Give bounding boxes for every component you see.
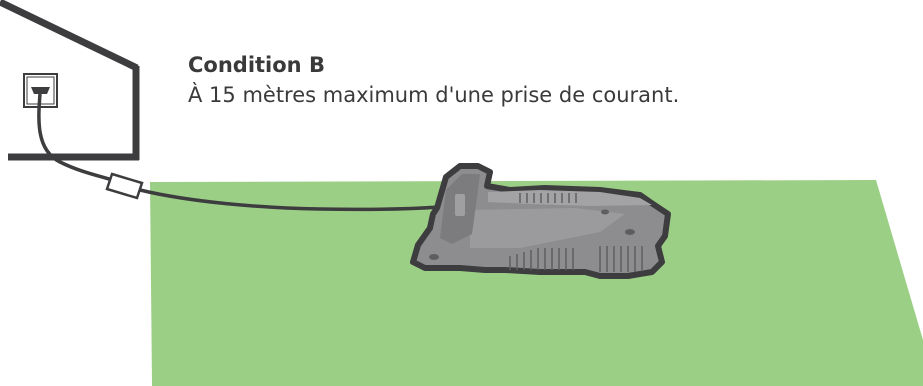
caption-title: Condition B xyxy=(188,50,679,80)
caption-text: À 15 mètres maximum d'une prise de coura… xyxy=(188,80,679,110)
power-supply-icon xyxy=(107,174,142,198)
house-outline-icon xyxy=(0,2,139,160)
caption: Condition B À 15 mètres maximum d'une pr… xyxy=(188,50,679,110)
